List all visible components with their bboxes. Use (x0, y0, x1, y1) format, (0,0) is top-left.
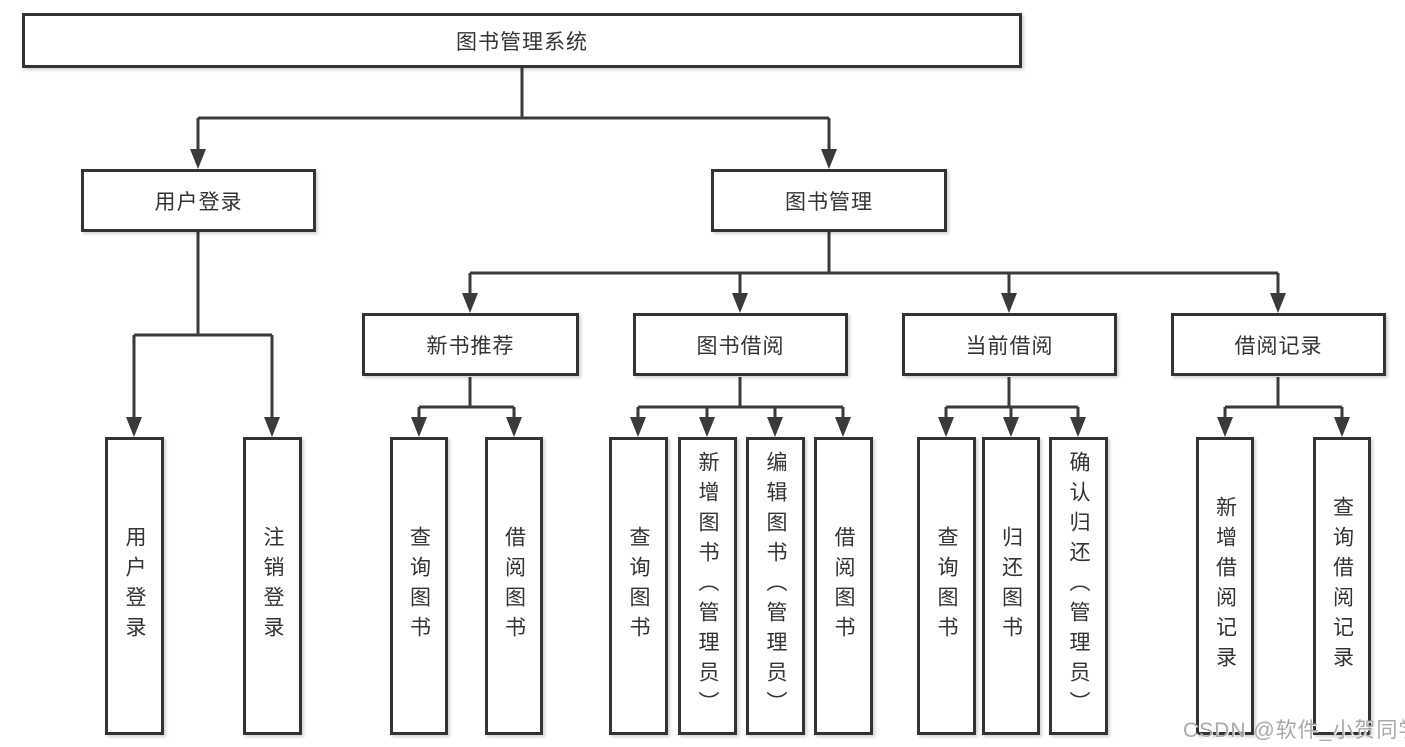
node-leaf-borrow-books-recommend: 借阅图书 (485, 437, 543, 735)
arrowhead-icon (1334, 417, 1350, 437)
arrowhead-icon (1003, 417, 1019, 437)
arrowhead-icon (1217, 417, 1233, 437)
node-user-login: 用户登录 (81, 169, 316, 232)
node-leaf-add-borrow-record: 新增借阅记录 (1196, 437, 1254, 735)
arrowhead-icon (1001, 293, 1017, 313)
watermark-text: CSDN @软件_小贺同学 (1183, 719, 1405, 742)
arrowhead-icon (938, 417, 954, 437)
node-leaf-logout: 注销登录 (243, 437, 302, 735)
node-book-borrowing: 图书借阅 (633, 313, 848, 376)
node-leaf-query-books-recommend: 查询图书 (390, 437, 448, 735)
arrowhead-icon (506, 417, 522, 437)
node-leaf-add-books-admin: 新增图书（管理员） (678, 437, 737, 735)
node-system-root: 图书管理系统 (22, 13, 1022, 68)
arrowhead-icon (126, 417, 142, 437)
arrowhead-icon (732, 293, 748, 313)
connector-book-borrow-children (630, 377, 851, 437)
node-leaf-borrow-books: 借阅图书 (814, 437, 873, 735)
node-leaf-query-borrow-record: 查询借阅记录 (1313, 437, 1371, 735)
connector-new-book-rec-children (411, 377, 522, 437)
arrowhead-icon (821, 149, 837, 169)
arrowhead-icon (767, 417, 783, 437)
node-leaf-confirm-return-admin: 确认归还（管理员） (1049, 437, 1108, 735)
arrowhead-icon (462, 293, 478, 313)
node-borrowing-records: 借阅记录 (1171, 313, 1386, 376)
connector-book-mgmt-children (462, 232, 1286, 313)
node-leaf-query-books-borrow: 查询图书 (609, 437, 668, 735)
node-leaf-query-books-current: 查询图书 (917, 437, 976, 735)
connector-root-to-level2 (190, 68, 837, 169)
node-leaf-user-login: 用户登录 (105, 437, 164, 735)
connector-current-borrow-children (938, 377, 1086, 437)
node-leaf-return-books: 归还图书 (982, 437, 1040, 735)
node-new-book-recommend: 新书推荐 (362, 313, 579, 376)
arrowhead-icon (264, 417, 280, 437)
connector-user-login-children (126, 232, 280, 437)
connector-borrow-record-children (1217, 377, 1350, 437)
arrowhead-icon (630, 417, 646, 437)
node-leaf-edit-books-admin: 编辑图书（管理员） (746, 437, 805, 735)
arrowhead-icon (190, 149, 206, 169)
node-book-management: 图书管理 (711, 169, 947, 232)
arrowhead-icon (1270, 293, 1286, 313)
arrowhead-icon (411, 417, 427, 437)
arrowhead-icon (1070, 417, 1086, 437)
node-current-borrowing: 当前借阅 (902, 313, 1117, 376)
arrowhead-icon (835, 417, 851, 437)
arrowhead-icon (699, 417, 715, 437)
